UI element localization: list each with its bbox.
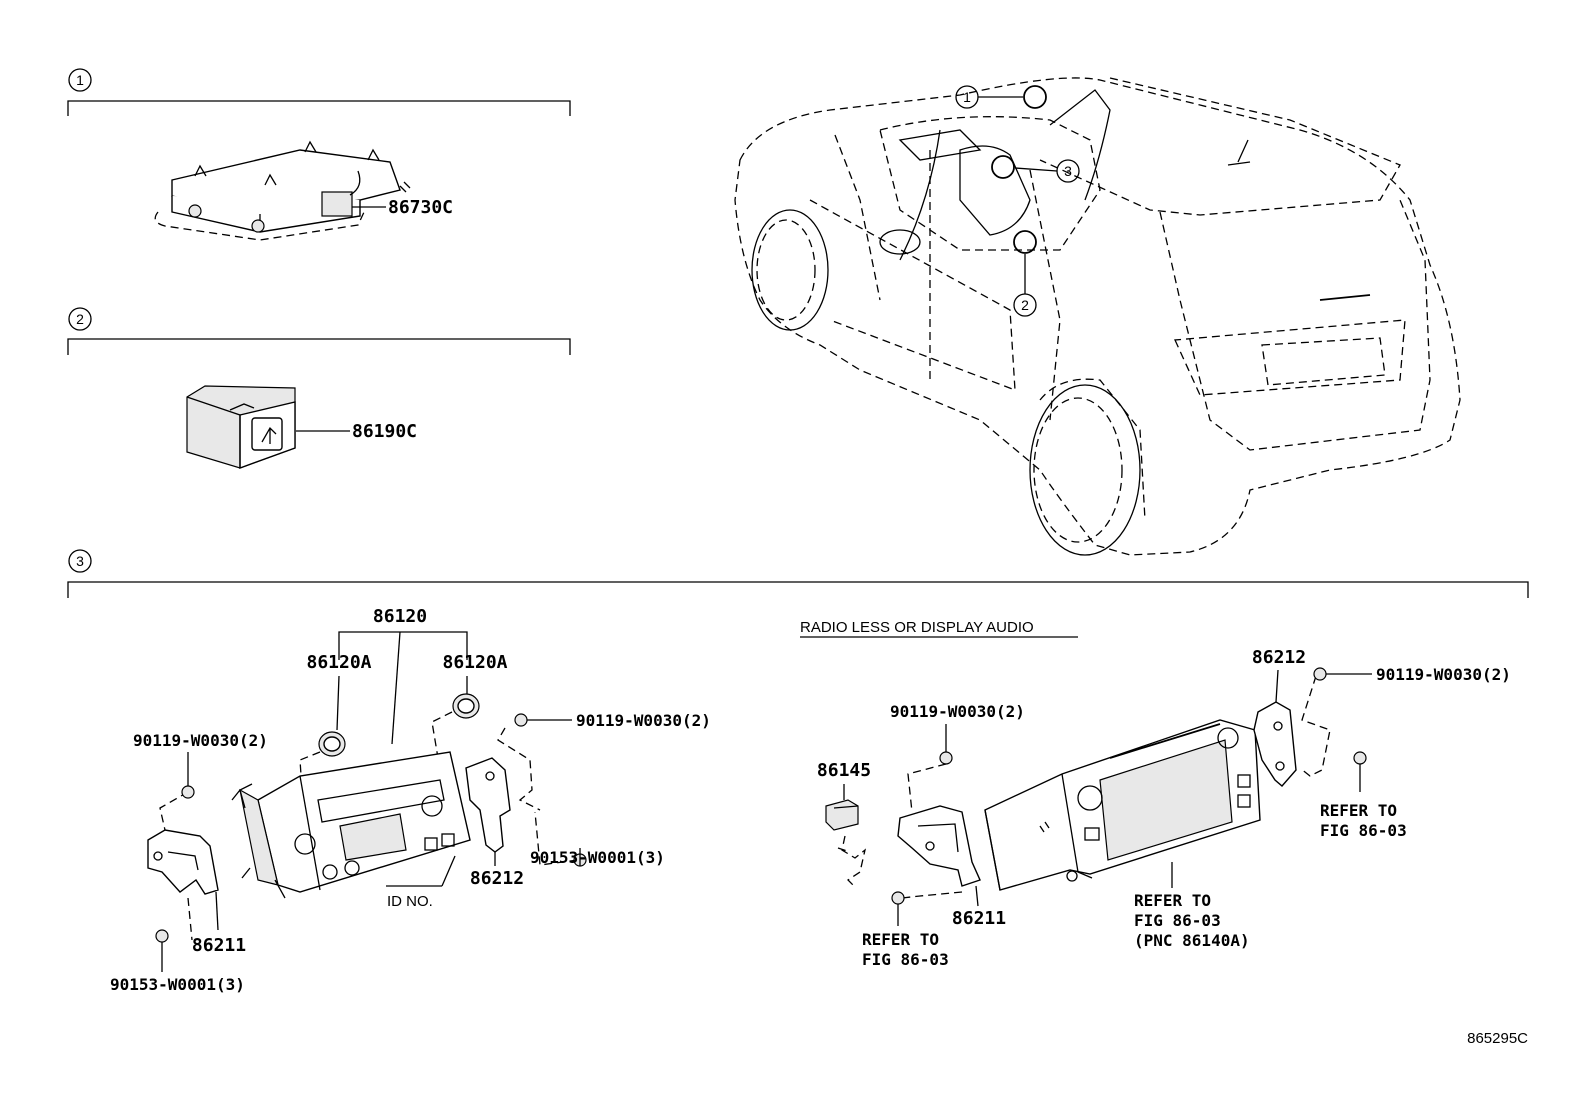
display-unit-drawing: [984, 719, 1261, 891]
refer-center-line3: (PNC 86140A): [1134, 931, 1250, 950]
right-display-group: RADIO LESS OR DISPLAY AUDIO REFER TO FIG…: [800, 619, 1511, 969]
section-3: 3: [67, 549, 1529, 598]
rear-wheel: [1029, 384, 1141, 556]
left-audio-group: 86120 86120A 86120A: [110, 606, 711, 994]
figure-id: 865295C: [1467, 1030, 1528, 1047]
bracket-86211-right: [897, 805, 981, 887]
section-3-marker: [68, 549, 92, 573]
section-1-number: 1: [76, 72, 84, 88]
label-id-no: ID NO.: [387, 893, 433, 910]
label-86212-left: 86212: [470, 868, 524, 889]
knob-left: [318, 731, 346, 757]
car-callout-1: 1: [963, 89, 971, 105]
module-86730C: [321, 191, 353, 217]
label-screw-left: 90119-W0030(2): [890, 702, 1025, 721]
refer-center-line1: REFER TO: [1134, 891, 1211, 910]
section-2-marker: [68, 307, 92, 331]
knob-right: [452, 693, 480, 719]
head-unit-drawing: [231, 751, 471, 899]
section-1-marker: [68, 68, 92, 92]
section-1: 1 86730C: [67, 68, 571, 241]
section-1-bracket: [67, 100, 571, 116]
bracket-86212-left: [465, 757, 511, 853]
section-2-bracket: [67, 338, 571, 355]
refer-right-line1: REFER TO: [1320, 801, 1397, 820]
section-3-number: 3: [76, 553, 84, 569]
part-label-86730C: 86730C: [388, 197, 453, 218]
label-86120: 86120: [373, 606, 427, 627]
connector-86145: [825, 799, 859, 831]
heading-radio-less: RADIO LESS OR DISPLAY AUDIO: [800, 619, 1034, 636]
car-callout-2: 2: [1021, 297, 1029, 313]
label-bolt-left-bottom: 90153-W0001(3): [110, 975, 245, 994]
section-3-bracket: [67, 581, 1529, 598]
label-86120A-left: 86120A: [306, 652, 371, 673]
label-86120A-right: 86120A: [442, 652, 507, 673]
label-86211-right: 86211: [952, 908, 1006, 929]
section-2-number: 2: [76, 311, 84, 327]
label-86212-right: 86212: [1252, 647, 1306, 668]
part-label-86190C: 86190C: [352, 421, 417, 442]
refer-center-line2: FIG 86-03: [1134, 911, 1221, 930]
label-bolt-right: 90153-W0001(3): [530, 848, 665, 867]
label-86145: 86145: [817, 760, 871, 781]
bracket-86212-right: [1253, 701, 1297, 787]
bracket-86211-left: [147, 829, 219, 895]
front-wheel: [751, 209, 829, 331]
refer-left-line1: REFER TO: [862, 930, 939, 949]
overhead-lamp-drawing: [154, 140, 411, 241]
refer-left-line2: FIG 86-03: [862, 950, 949, 969]
label-screw-left-top: 90119-W0030(2): [133, 731, 268, 750]
label-screw-right: 90119-W0030(2): [1376, 665, 1511, 684]
refer-right-line2: FIG 86-03: [1320, 821, 1407, 840]
car-callout-3: 3: [1064, 163, 1072, 179]
section-2: 2 86190C: [67, 307, 571, 469]
vehicle-overview: 1 3 2: [734, 77, 1461, 556]
label-86211-left: 86211: [192, 935, 246, 956]
label-screw-right-top: 90119-W0030(2): [576, 711, 711, 730]
usb-port-drawing: [186, 385, 296, 469]
